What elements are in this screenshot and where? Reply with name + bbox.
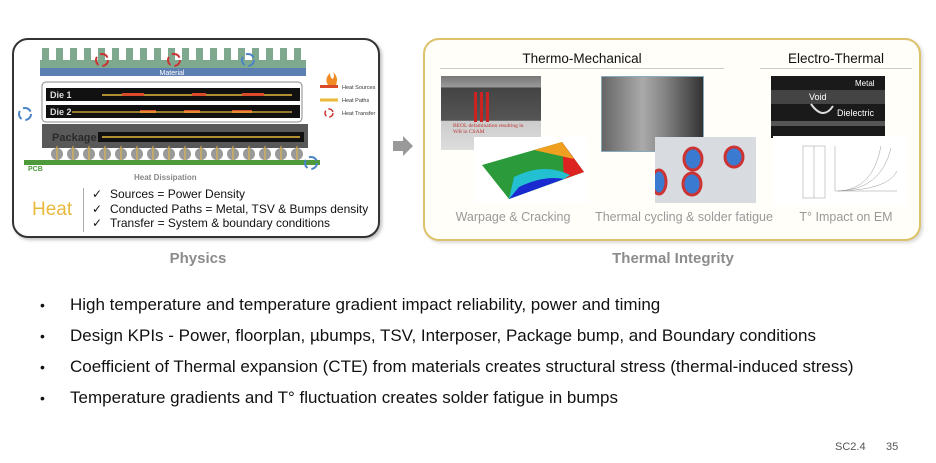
- flame-icon: [326, 72, 337, 85]
- heat-title: Heat: [32, 199, 73, 220]
- caption-em: T° Impact on EM: [799, 210, 893, 224]
- heat-transfer-icon: [18, 53, 318, 170]
- heatsink-fin: [238, 48, 245, 62]
- image-note: BEOL delamination resulting in WB in CSA…: [453, 123, 524, 135]
- bullet-icon: •: [40, 389, 45, 406]
- heat-item: ✓ Conducted Paths = Metal, TSV & Bumps de…: [92, 202, 368, 217]
- heat-item-text: Conducted Paths = Metal, TSV & Bumps den…: [110, 201, 369, 216]
- metal-label: Metal: [855, 79, 875, 88]
- heatsink-fin: [266, 48, 273, 62]
- die1-label: Die 1: [50, 90, 72, 100]
- legend-heat-paths: Heat Paths: [342, 98, 369, 104]
- bullet-icon: •: [40, 296, 45, 313]
- right-arrow-icon: [393, 136, 413, 156]
- heatsink-fin: [224, 48, 231, 62]
- heatsink: [40, 48, 306, 68]
- electromigration-void-image: Void Metal Dielectric: [771, 76, 885, 138]
- heat-dissipation-label: Heat Dissipation: [134, 173, 197, 182]
- bullet-item: • Design KPIs - Power, floorplan, µbumps,…: [36, 320, 854, 351]
- heat-item-text: Transfer = System & boundary conditions: [110, 216, 330, 230]
- heatsink-fin: [154, 48, 161, 62]
- bullet-text: Coefficient of Thermal expansion (CTE) f…: [70, 356, 854, 376]
- pcb-label: PCB: [28, 166, 43, 173]
- bullet-list: • High temperature and temperature gradie…: [36, 289, 854, 413]
- dielectric-label: Dielectric: [837, 108, 875, 118]
- heat-item: ✓ Sources = Power Density: [92, 187, 368, 202]
- solder-bumps-image: [655, 137, 756, 203]
- check-icon: ✓: [92, 201, 103, 216]
- package-label: Package: [52, 132, 97, 144]
- pcb: [24, 160, 320, 165]
- diagram-legend: Heat Sources Heat Paths Heat Transfer: [320, 72, 376, 118]
- legend-heat-sources: Heat Sources: [342, 85, 376, 91]
- heatsink-fin: [210, 48, 217, 62]
- bullet-text: Temperature gradients and T° fluctuation…: [70, 387, 618, 407]
- heatsink-fin: [112, 48, 119, 62]
- heatsink-fin: [84, 48, 91, 62]
- die2-label: Die 2: [50, 107, 72, 117]
- legend-heat-transfer: Heat Transfer: [342, 111, 375, 117]
- bullet-item: • Coefficient of Thermal expansion (CTE) …: [36, 351, 854, 382]
- material-layer: [40, 68, 306, 76]
- bullet-icon: •: [40, 327, 45, 344]
- bullet-item: • Temperature gradients and T° fluctuatio…: [36, 382, 854, 413]
- void-label: Void: [809, 92, 827, 102]
- bullet-text: Design KPIs - Power, floorplan, µbumps, …: [70, 325, 816, 345]
- em-table-chart-image: [773, 136, 907, 206]
- page-number: 35: [886, 441, 899, 453]
- electro-thermal-heading: Electro-Thermal: [787, 51, 885, 66]
- heat-stack-diagram: Material Die 1 Die 2 Package PCB Heat So…: [18, 48, 376, 173]
- heat-item-text: Sources = Power Density: [110, 187, 246, 201]
- heat-list: ✓ Sources = Power Density ✓ Conducted Path…: [92, 187, 368, 231]
- heat-item: ✓ Transfer = System & boundary conditions: [92, 216, 368, 231]
- bumps: [51, 146, 303, 162]
- heatsink-fin: [280, 48, 287, 62]
- heatsink-fin: [56, 48, 63, 62]
- footer-section: SC2.4: [835, 441, 866, 453]
- heat-divider: [83, 188, 84, 232]
- check-icon: ✓: [92, 216, 103, 230]
- physics-label: Physics: [169, 250, 227, 267]
- bullet-icon: •: [40, 358, 45, 375]
- heatsink-fin: [182, 48, 189, 62]
- heatsink-fin: [294, 48, 301, 62]
- circular-arrows-icon: [324, 108, 334, 118]
- bullet-text: High temperature and temperature gradien…: [70, 294, 661, 314]
- caption-warpage: Warpage & Cracking: [455, 210, 571, 224]
- divider: [760, 68, 912, 69]
- heatsink-fin: [252, 48, 259, 62]
- heatsink-fin: [196, 48, 203, 62]
- thermo-mechanical-heading: Thermo-Mechanical: [522, 51, 642, 66]
- bullet-item: • High temperature and temperature gradie…: [36, 289, 854, 320]
- check-icon: ✓: [92, 187, 103, 201]
- caption-thermal-cycling: Thermal cycling & solder fatigue: [595, 210, 773, 224]
- thermal-integrity-label: Thermal Integrity: [612, 250, 734, 267]
- heatsink-fin: [70, 48, 77, 62]
- warpage-contour-image: [474, 137, 588, 203]
- divider: [440, 68, 724, 69]
- heatsink-fin: [126, 48, 133, 62]
- material-label: Material: [160, 70, 185, 77]
- heatsink-fin: [42, 48, 49, 62]
- heatsink-fin: [140, 48, 147, 62]
- heatsink-fin: [168, 48, 175, 62]
